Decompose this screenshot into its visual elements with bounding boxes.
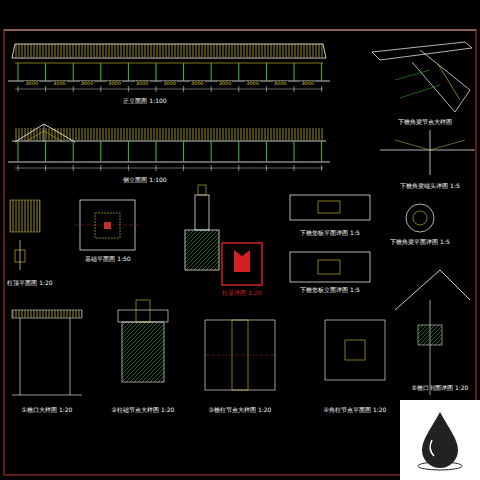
dimension-text: 3000 <box>24 81 39 87</box>
column-stroke <box>238 165 239 171</box>
column-stroke <box>238 141 239 162</box>
dimension-text: 3000 <box>162 81 177 87</box>
dimension-text: 3000 <box>300 81 315 87</box>
column-stroke <box>128 63 129 81</box>
dimension-text: 3000 <box>245 81 260 87</box>
column-stroke <box>321 141 322 162</box>
column-stroke <box>321 165 322 171</box>
drawing-caption: 下檐角梁端头详图 1:5 <box>399 183 461 190</box>
column-stroke <box>238 86 239 92</box>
drawing-caption: 下檐垫板立面详图 1:5 <box>299 287 361 294</box>
column-stroke <box>211 165 212 171</box>
dimension-text: 3000 <box>135 81 150 87</box>
column-stroke <box>266 141 267 162</box>
column-stroke <box>294 141 295 162</box>
column-stroke <box>294 63 295 81</box>
column-stroke <box>128 86 129 92</box>
column-stroke <box>100 141 101 162</box>
column-stroke <box>211 63 212 81</box>
column-stroke <box>100 165 101 171</box>
column-stroke <box>156 86 157 92</box>
column-stroke <box>156 165 157 171</box>
column-stroke <box>183 63 184 81</box>
column-stroke <box>183 165 184 171</box>
column-stroke <box>183 86 184 92</box>
drawing-caption: ②柱础节点大样图 1:20 <box>111 407 176 414</box>
column-stroke <box>211 141 212 162</box>
column-stroke <box>238 63 239 81</box>
column-stroke <box>294 165 295 171</box>
column-stroke <box>321 63 322 81</box>
column-stroke <box>156 63 157 81</box>
column-stroke <box>128 141 129 162</box>
column-stroke <box>266 86 267 92</box>
column-stroke <box>156 141 157 162</box>
dimension-text: 3000 <box>218 81 233 87</box>
column-stroke <box>211 86 212 92</box>
dimension-text: 3000 <box>107 81 122 87</box>
column-stroke <box>18 141 19 162</box>
column-stroke <box>45 63 46 81</box>
column-stroke <box>73 141 74 162</box>
drawing-caption: 侧立面图 1:100 <box>122 177 167 184</box>
drawing-caption: 柱基详图 1:20 <box>221 290 262 297</box>
column-stroke <box>183 141 184 162</box>
column-stroke <box>266 165 267 171</box>
column-stroke <box>18 86 19 92</box>
column-stroke <box>73 165 74 171</box>
column-stroke <box>100 86 101 92</box>
dimension-text: 3000 <box>273 81 288 87</box>
column-stroke <box>18 63 19 81</box>
drawing-caption: 正立面图 1:100 <box>122 98 167 105</box>
drawing-caption: ⑤檐口剖面详图 1:20 <box>411 385 470 392</box>
dimension-text: 3000 <box>52 81 67 87</box>
column-stroke <box>73 86 74 92</box>
column-stroke <box>45 165 46 171</box>
column-stroke <box>100 63 101 81</box>
column-stroke <box>45 86 46 92</box>
column-stroke <box>294 86 295 92</box>
column-stroke <box>45 141 46 162</box>
drawing-caption: ③檐柱节点大样图 1:20 <box>208 407 273 414</box>
column-stroke <box>266 63 267 81</box>
drawing-caption: 下檐角梁平面详图 1:5 <box>389 239 451 246</box>
dimension-text: 3000 <box>80 81 95 87</box>
drawing-caption: ①檐口大样图 1:20 <box>21 407 74 414</box>
drawing-caption: 下檐垫板平面详图 1:5 <box>299 230 361 237</box>
column-stroke <box>128 165 129 171</box>
drawing-caption: 基础平面图 1:50 <box>84 256 131 263</box>
column-stroke <box>321 86 322 92</box>
drawing-caption: 柱顶平面图 1:20 <box>6 280 53 287</box>
column-stroke <box>18 165 19 171</box>
dimension-text: 3000 <box>190 81 205 87</box>
drawing-caption: 下檐角梁节点大样图 <box>397 119 453 126</box>
drawing-caption: ④角柱节点平面图 1:20 <box>323 407 388 414</box>
column-stroke <box>73 63 74 81</box>
